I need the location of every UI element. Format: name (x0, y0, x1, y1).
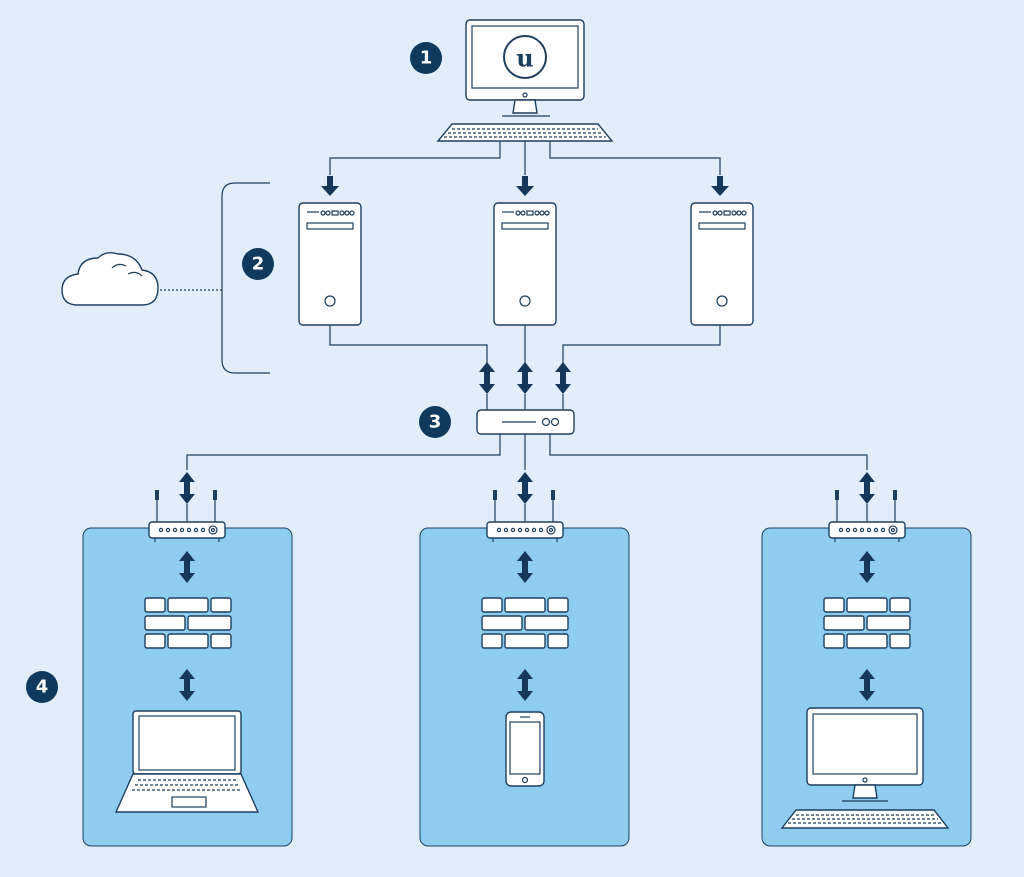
switch-to-router-links (179, 434, 875, 522)
svg-text:2: 2 (252, 254, 265, 275)
firewall-left (144, 597, 232, 649)
workstation-to-render-node-links (321, 141, 729, 196)
network-switch (476, 409, 575, 435)
svg-text:4: 4 (36, 677, 49, 698)
render-node-right (690, 202, 754, 326)
firewall-center (481, 597, 569, 649)
marker-1: 1 (410, 42, 442, 74)
render-cluster-bracket (221, 182, 270, 374)
firewall-right (823, 597, 911, 649)
bidirectional-arrow-icon (179, 472, 195, 504)
workstation-keyboard (436, 123, 614, 142)
marker-3: 3 (419, 406, 451, 438)
render-node-to-switch-links (329, 325, 721, 410)
bidirectional-arrow-icon (479, 362, 495, 394)
marker-4: 4 (26, 671, 58, 703)
bidirectional-arrow-icon (517, 472, 533, 504)
svg-text:u: u (516, 44, 533, 73)
down-arrow-icon (516, 176, 534, 196)
down-arrow-icon (321, 176, 339, 196)
render-node-left (298, 202, 362, 326)
bidirectional-arrow-icon (555, 362, 571, 394)
smartphone-client (505, 711, 545, 787)
laptop-client (114, 710, 260, 813)
bidirectional-arrow-icon (859, 472, 875, 504)
marker-2: 2 (242, 248, 274, 280)
unreal-engine-logo-icon: u (503, 35, 547, 79)
cloud-icon (61, 251, 159, 306)
bidirectional-arrow-icon (517, 362, 533, 394)
svg-text:3: 3 (429, 412, 442, 433)
svg-text:1: 1 (420, 48, 433, 69)
down-arrow-icon (711, 176, 729, 196)
workstation-monitor: u (465, 19, 585, 117)
render-node-center (493, 202, 557, 326)
desktop-client (780, 707, 950, 829)
